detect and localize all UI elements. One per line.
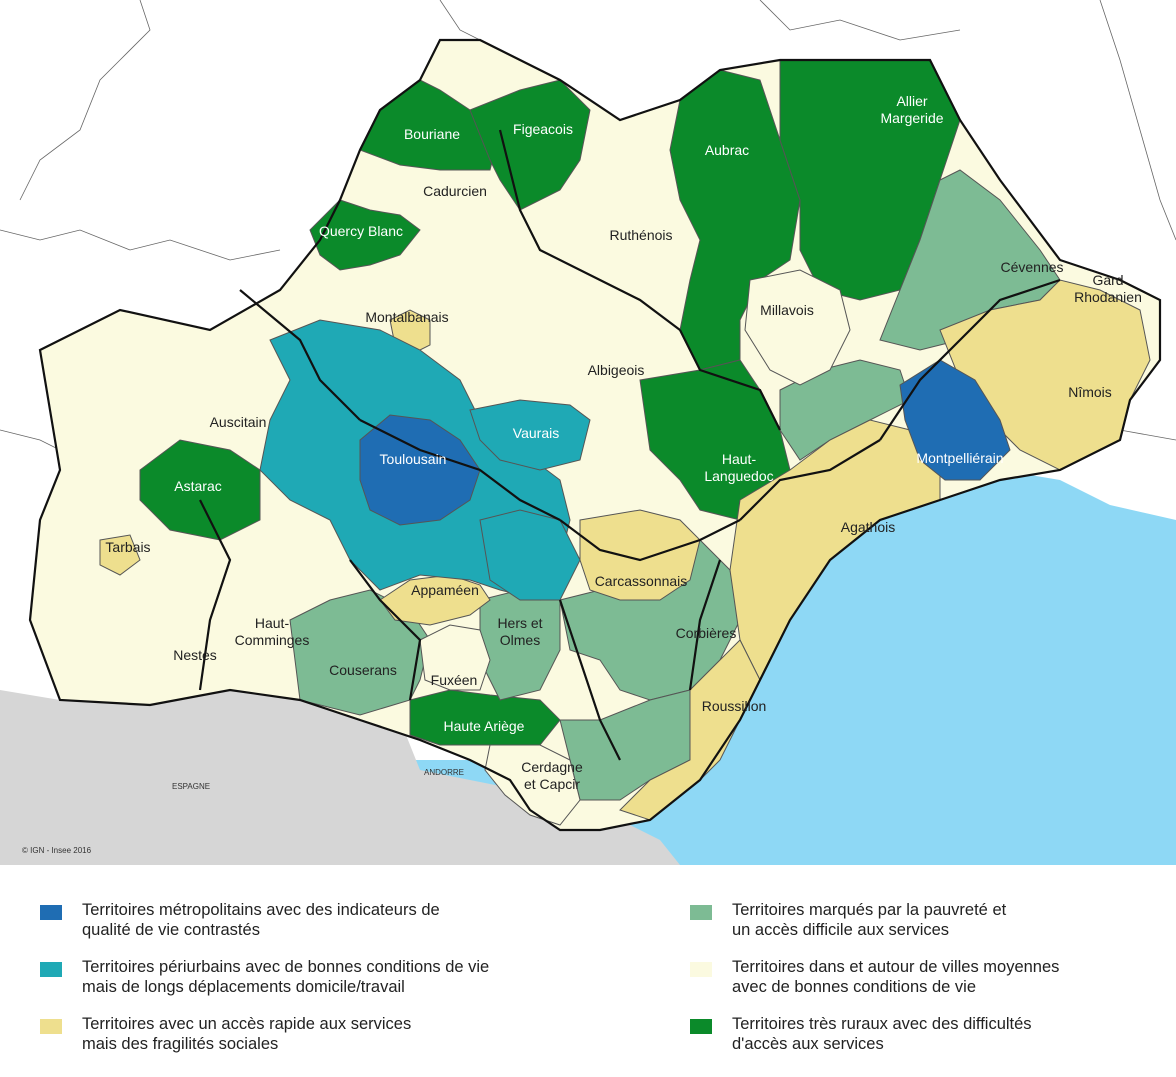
legend-item: Territoires métropolitains avec des indi… — [40, 900, 680, 957]
legend-item: Territoires marqués par la pauvreté et u… — [690, 900, 1176, 957]
region-label: Auscitain — [210, 414, 267, 430]
region-astarac — [139, 439, 261, 541]
region-fuxeen — [419, 624, 491, 691]
region-quercy-blanc — [309, 199, 421, 271]
region-label: Fuxéen — [431, 672, 478, 688]
region-vaurais — [469, 399, 591, 471]
legend-swatch-medium-towns — [690, 962, 712, 977]
region-label: Appaméen — [411, 582, 479, 598]
legend-label: Territoires marqués par la pauvreté et u… — [732, 901, 1007, 939]
region-carcassonnais — [579, 509, 701, 601]
legend-swatch-metro — [40, 905, 62, 920]
legend-column-left: Territoires métropolitains avec des indi… — [40, 900, 680, 1071]
region-label: Agathois — [841, 519, 895, 535]
region-label: Couserans — [329, 662, 397, 678]
legend-swatch-access-fragile — [40, 1019, 62, 1034]
region-haute-ariege — [409, 689, 561, 746]
legend-label: Territoires métropolitains avec des indi… — [82, 901, 440, 939]
region-label: Cévennes — [1000, 259, 1063, 275]
legend-label: Territoires dans et autour de villes moy… — [732, 958, 1060, 996]
region-label: Haut-Languedoc — [704, 451, 773, 484]
copyright-text: © IGN - Insee 2016 — [22, 846, 92, 855]
region-label: Vaurais — [513, 425, 559, 441]
legend-swatch-periurban — [40, 962, 62, 977]
region-label: Millavois — [760, 302, 814, 318]
andorra-label: ANDORRE — [424, 768, 464, 777]
region-label: Carcassonnais — [595, 573, 688, 589]
region-label: Aubrac — [705, 142, 749, 158]
region-layer — [29, 39, 1161, 831]
legend-label: Territoires très ruraux avec des difficu… — [732, 1015, 1032, 1053]
region-label: Montalbanais — [365, 309, 448, 325]
region-label: Bouriane — [404, 126, 460, 142]
region-label: Astarac — [174, 478, 221, 494]
legend-swatch-poverty — [690, 905, 712, 920]
legend-item: Territoires très ruraux avec des difficu… — [690, 1014, 1176, 1071]
region-label: Montpelliérain — [916, 450, 1003, 466]
region-label: Nestes — [173, 647, 217, 663]
region-label: Toulousain — [380, 451, 447, 467]
spain-label: ESPAGNE — [172, 782, 210, 791]
region-label: Corbières — [676, 625, 737, 641]
region-label: Quercy Blanc — [319, 223, 403, 239]
legend: Territoires métropolitains avec des indi… — [40, 900, 1170, 1070]
region-label: Albigeois — [588, 362, 645, 378]
legend-item: Territoires dans et autour de villes moy… — [690, 957, 1176, 1014]
region-toulousain — [359, 414, 481, 526]
region-label: Haut-Comminges — [235, 615, 310, 648]
region-montpellierain — [899, 359, 1011, 481]
legend-item: Territoires avec un accès rapide aux ser… — [40, 1014, 680, 1071]
region-label: Haute Ariège — [444, 718, 525, 734]
spain-area — [0, 690, 680, 865]
region-millavois — [744, 269, 851, 386]
region-label: Cadurcien — [423, 183, 487, 199]
region-poverty-middle — [779, 359, 911, 461]
region-tarbais — [99, 534, 141, 576]
region-figeacois — [469, 79, 591, 211]
legend-label: Territoires avec un accès rapide aux ser… — [82, 1015, 412, 1053]
legend-column-right: Territoires marqués par la pauvreté et u… — [690, 900, 1176, 1071]
region-label: Roussillon — [702, 698, 767, 714]
region-periurban-south — [479, 509, 581, 601]
department-borders — [28, 38, 1162, 832]
region-label: Nîmois — [1068, 384, 1112, 400]
legend-swatch-rural — [690, 1019, 712, 1034]
legend-label: Territoires périurbains avec de bonnes c… — [82, 958, 490, 996]
region-label: Tarbais — [105, 539, 150, 555]
legend-item: Territoires périurbains avec de bonnes c… — [40, 957, 680, 1014]
region-roussillon — [619, 639, 761, 821]
region-label: Ruthénois — [609, 227, 672, 243]
region-appameen — [379, 574, 491, 626]
region-aubrac — [669, 69, 801, 371]
region-label: Figeacois — [513, 121, 573, 137]
region-cerdagne — [484, 744, 581, 826]
